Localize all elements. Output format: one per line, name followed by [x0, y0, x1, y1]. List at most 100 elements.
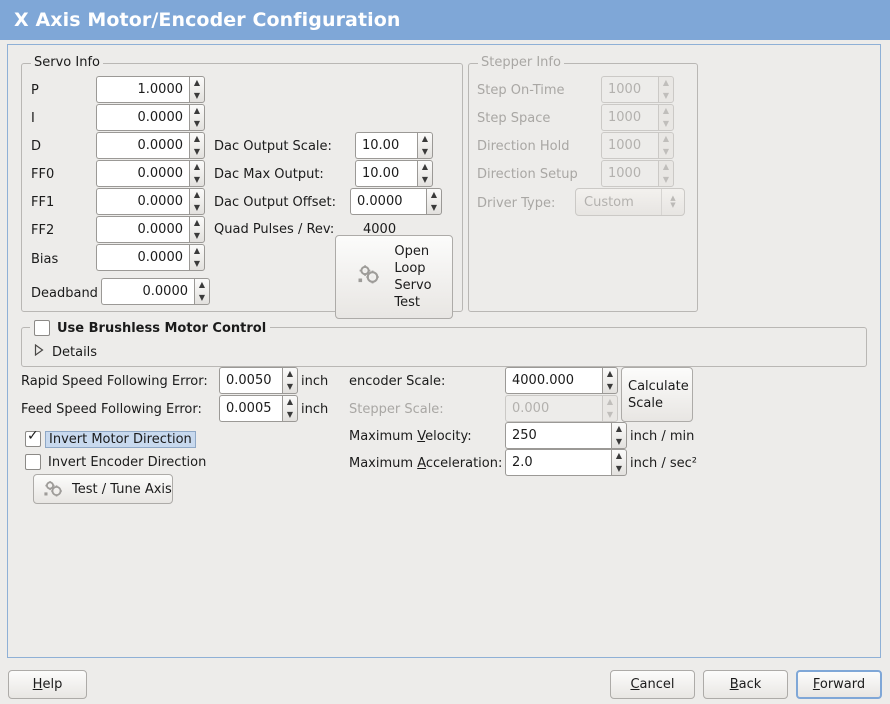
driver-type-combo[interactable]: Custom ▲▼: [575, 188, 685, 216]
dac-max-output-stepper[interactable]: ▲ ▼: [417, 160, 433, 187]
stepper-down-icon[interactable]: ▼: [193, 258, 201, 268]
maximum-acceleration-stepper[interactable]: ▲ ▼: [611, 449, 627, 476]
dac-output-scale-value[interactable]: 10.00: [355, 132, 417, 159]
step-on-time-value[interactable]: 1000: [601, 76, 658, 103]
servo-field-p-stepper[interactable]: ▲ ▼: [189, 76, 205, 103]
stepper-up-icon[interactable]: ▲: [193, 106, 201, 116]
test-tune-axis-button[interactable]: Test / Tune Axis: [33, 474, 173, 504]
step-space-field[interactable]: 1000 ▲ ▼: [601, 104, 674, 131]
servo-field-bias-stepper[interactable]: ▲ ▼: [189, 244, 205, 271]
servo-field-p-value[interactable]: 1.0000: [96, 76, 189, 103]
checkbox-box[interactable]: [34, 320, 50, 336]
dac-output-offset-value[interactable]: 0.0000: [350, 188, 426, 215]
servo-field-bias[interactable]: 0.0000 ▲ ▼: [96, 244, 205, 271]
rapid-speed-following-error-field[interactable]: 0.0050 ▲ ▼: [219, 367, 298, 394]
dac-max-output-value[interactable]: 10.00: [355, 160, 417, 187]
chevron-right-icon[interactable]: [34, 343, 44, 360]
chevron-updown-icon[interactable]: ▲▼: [670, 194, 676, 209]
cancel-button[interactable]: Cancel: [610, 670, 695, 699]
dac-output-scale-field[interactable]: 10.00 ▲ ▼: [355, 132, 433, 159]
servo-field-ff2-stepper[interactable]: ▲ ▼: [189, 216, 205, 243]
stepper-down-icon[interactable]: ▼: [606, 409, 614, 419]
stepper-down-icon[interactable]: ▼: [430, 202, 438, 212]
invert-motor-direction-checkbox[interactable]: ✓ Invert Motor Direction: [25, 429, 196, 448]
stepper-down-icon[interactable]: ▼: [662, 118, 670, 128]
step-space-value[interactable]: 1000: [601, 104, 658, 131]
stepper-up-icon[interactable]: ▲: [286, 369, 294, 379]
open-loop-servo-test-button[interactable]: Open Loop Servo Test: [335, 235, 453, 319]
stepper-down-icon[interactable]: ▼: [421, 174, 429, 184]
stepper-down-icon[interactable]: ▼: [286, 381, 294, 391]
maximum-acceleration-field[interactable]: 2.0 ▲ ▼: [505, 449, 627, 476]
stepper-up-icon[interactable]: ▲: [193, 162, 201, 172]
stepper-up-icon[interactable]: ▲: [421, 162, 429, 172]
details-expander[interactable]: Details: [34, 343, 97, 360]
stepper-down-icon[interactable]: ▼: [662, 174, 670, 184]
use-brushless-motor-control-checkbox[interactable]: Use Brushless Motor Control: [30, 320, 271, 336]
servo-field-bias-value[interactable]: 0.0000: [96, 244, 189, 271]
back-button[interactable]: Back: [703, 670, 788, 699]
servo-field-i-value[interactable]: 0.0000: [96, 104, 189, 131]
invert-encoder-direction-checkbox[interactable]: Invert Encoder Direction: [25, 454, 206, 470]
servo-field-deadband[interactable]: 0.0000 ▲ ▼: [101, 278, 210, 305]
forward-button[interactable]: Forward: [796, 670, 882, 699]
stepper-down-icon[interactable]: ▼: [606, 381, 614, 391]
direction-hold-stepper[interactable]: ▲ ▼: [658, 132, 674, 159]
servo-field-deadband-stepper[interactable]: ▲ ▼: [194, 278, 210, 305]
rapid-error-stepper[interactable]: ▲ ▼: [282, 367, 298, 394]
maximum-velocity-field[interactable]: 250 ▲ ▼: [505, 422, 627, 449]
rapid-speed-following-error-value[interactable]: 0.0050: [219, 367, 282, 394]
stepper-up-icon[interactable]: ▲: [193, 246, 201, 256]
stepper-down-icon[interactable]: ▼: [193, 230, 201, 240]
servo-field-i[interactable]: 0.0000 ▲ ▼: [96, 104, 205, 131]
servo-field-ff1-stepper[interactable]: ▲ ▼: [189, 188, 205, 215]
servo-field-ff0-stepper[interactable]: ▲ ▼: [189, 160, 205, 187]
stepper-up-icon[interactable]: ▲: [606, 397, 614, 407]
stepper-up-icon[interactable]: ▲: [662, 134, 670, 144]
stepper-up-icon[interactable]: ▲: [662, 162, 670, 172]
maximum-velocity-value[interactable]: 250: [505, 422, 611, 449]
stepper-down-icon[interactable]: ▼: [193, 202, 201, 212]
servo-field-d-stepper[interactable]: ▲ ▼: [189, 132, 205, 159]
stepper-down-icon[interactable]: ▼: [193, 174, 201, 184]
direction-setup-value[interactable]: 1000: [601, 160, 658, 187]
servo-field-ff0[interactable]: 0.0000 ▲ ▼: [96, 160, 205, 187]
servo-field-d-value[interactable]: 0.0000: [96, 132, 189, 159]
stepper-down-icon[interactable]: ▼: [286, 409, 294, 419]
servo-field-p[interactable]: 1.0000 ▲ ▼: [96, 76, 205, 103]
servo-field-deadband-value[interactable]: 0.0000: [101, 278, 194, 305]
dac-output-scale-stepper[interactable]: ▲ ▼: [417, 132, 433, 159]
stepper-down-icon[interactable]: ▼: [198, 292, 206, 302]
stepper-down-icon[interactable]: ▼: [662, 90, 670, 100]
step-on-time-stepper[interactable]: ▲ ▼: [658, 76, 674, 103]
stepper-up-icon[interactable]: ▲: [286, 397, 294, 407]
stepper-down-icon[interactable]: ▼: [615, 436, 623, 446]
direction-setup-stepper[interactable]: ▲ ▼: [658, 160, 674, 187]
stepper-up-icon[interactable]: ▲: [615, 424, 623, 434]
stepper-up-icon[interactable]: ▲: [662, 106, 670, 116]
stepper-up-icon[interactable]: ▲: [193, 190, 201, 200]
calculate-scale-button[interactable]: Calculate Scale: [621, 367, 693, 422]
dac-max-output-field[interactable]: 10.00 ▲ ▼: [355, 160, 433, 187]
direction-hold-field[interactable]: 1000 ▲ ▼: [601, 132, 674, 159]
direction-setup-field[interactable]: 1000 ▲ ▼: [601, 160, 674, 187]
feed-speed-following-error-value[interactable]: 0.0005: [219, 395, 282, 422]
servo-field-ff2[interactable]: 0.0000 ▲ ▼: [96, 216, 205, 243]
stepper-up-icon[interactable]: ▲: [606, 369, 614, 379]
stepper-down-icon[interactable]: ▼: [193, 90, 201, 100]
feed-speed-following-error-field[interactable]: 0.0005 ▲ ▼: [219, 395, 298, 422]
stepper-down-icon[interactable]: ▼: [662, 146, 670, 156]
servo-field-d[interactable]: 0.0000 ▲ ▼: [96, 132, 205, 159]
stepper-up-icon[interactable]: ▲: [662, 78, 670, 88]
dac-output-offset-field[interactable]: 0.0000 ▲ ▼: [350, 188, 442, 215]
stepper-down-icon[interactable]: ▼: [193, 146, 201, 156]
stepper-down-icon[interactable]: ▼: [615, 463, 623, 473]
stepper-up-icon[interactable]: ▲: [615, 451, 623, 461]
servo-field-i-stepper[interactable]: ▲ ▼: [189, 104, 205, 131]
encoder-scale-field[interactable]: 4000.000 ▲ ▼: [505, 367, 618, 394]
stepper-up-icon[interactable]: ▲: [193, 134, 201, 144]
help-button[interactable]: Help: [8, 670, 87, 699]
stepper-scale-field[interactable]: 0.000 ▲ ▼: [505, 395, 618, 422]
stepper-up-icon[interactable]: ▲: [421, 134, 429, 144]
stepper-down-icon[interactable]: ▼: [421, 146, 429, 156]
